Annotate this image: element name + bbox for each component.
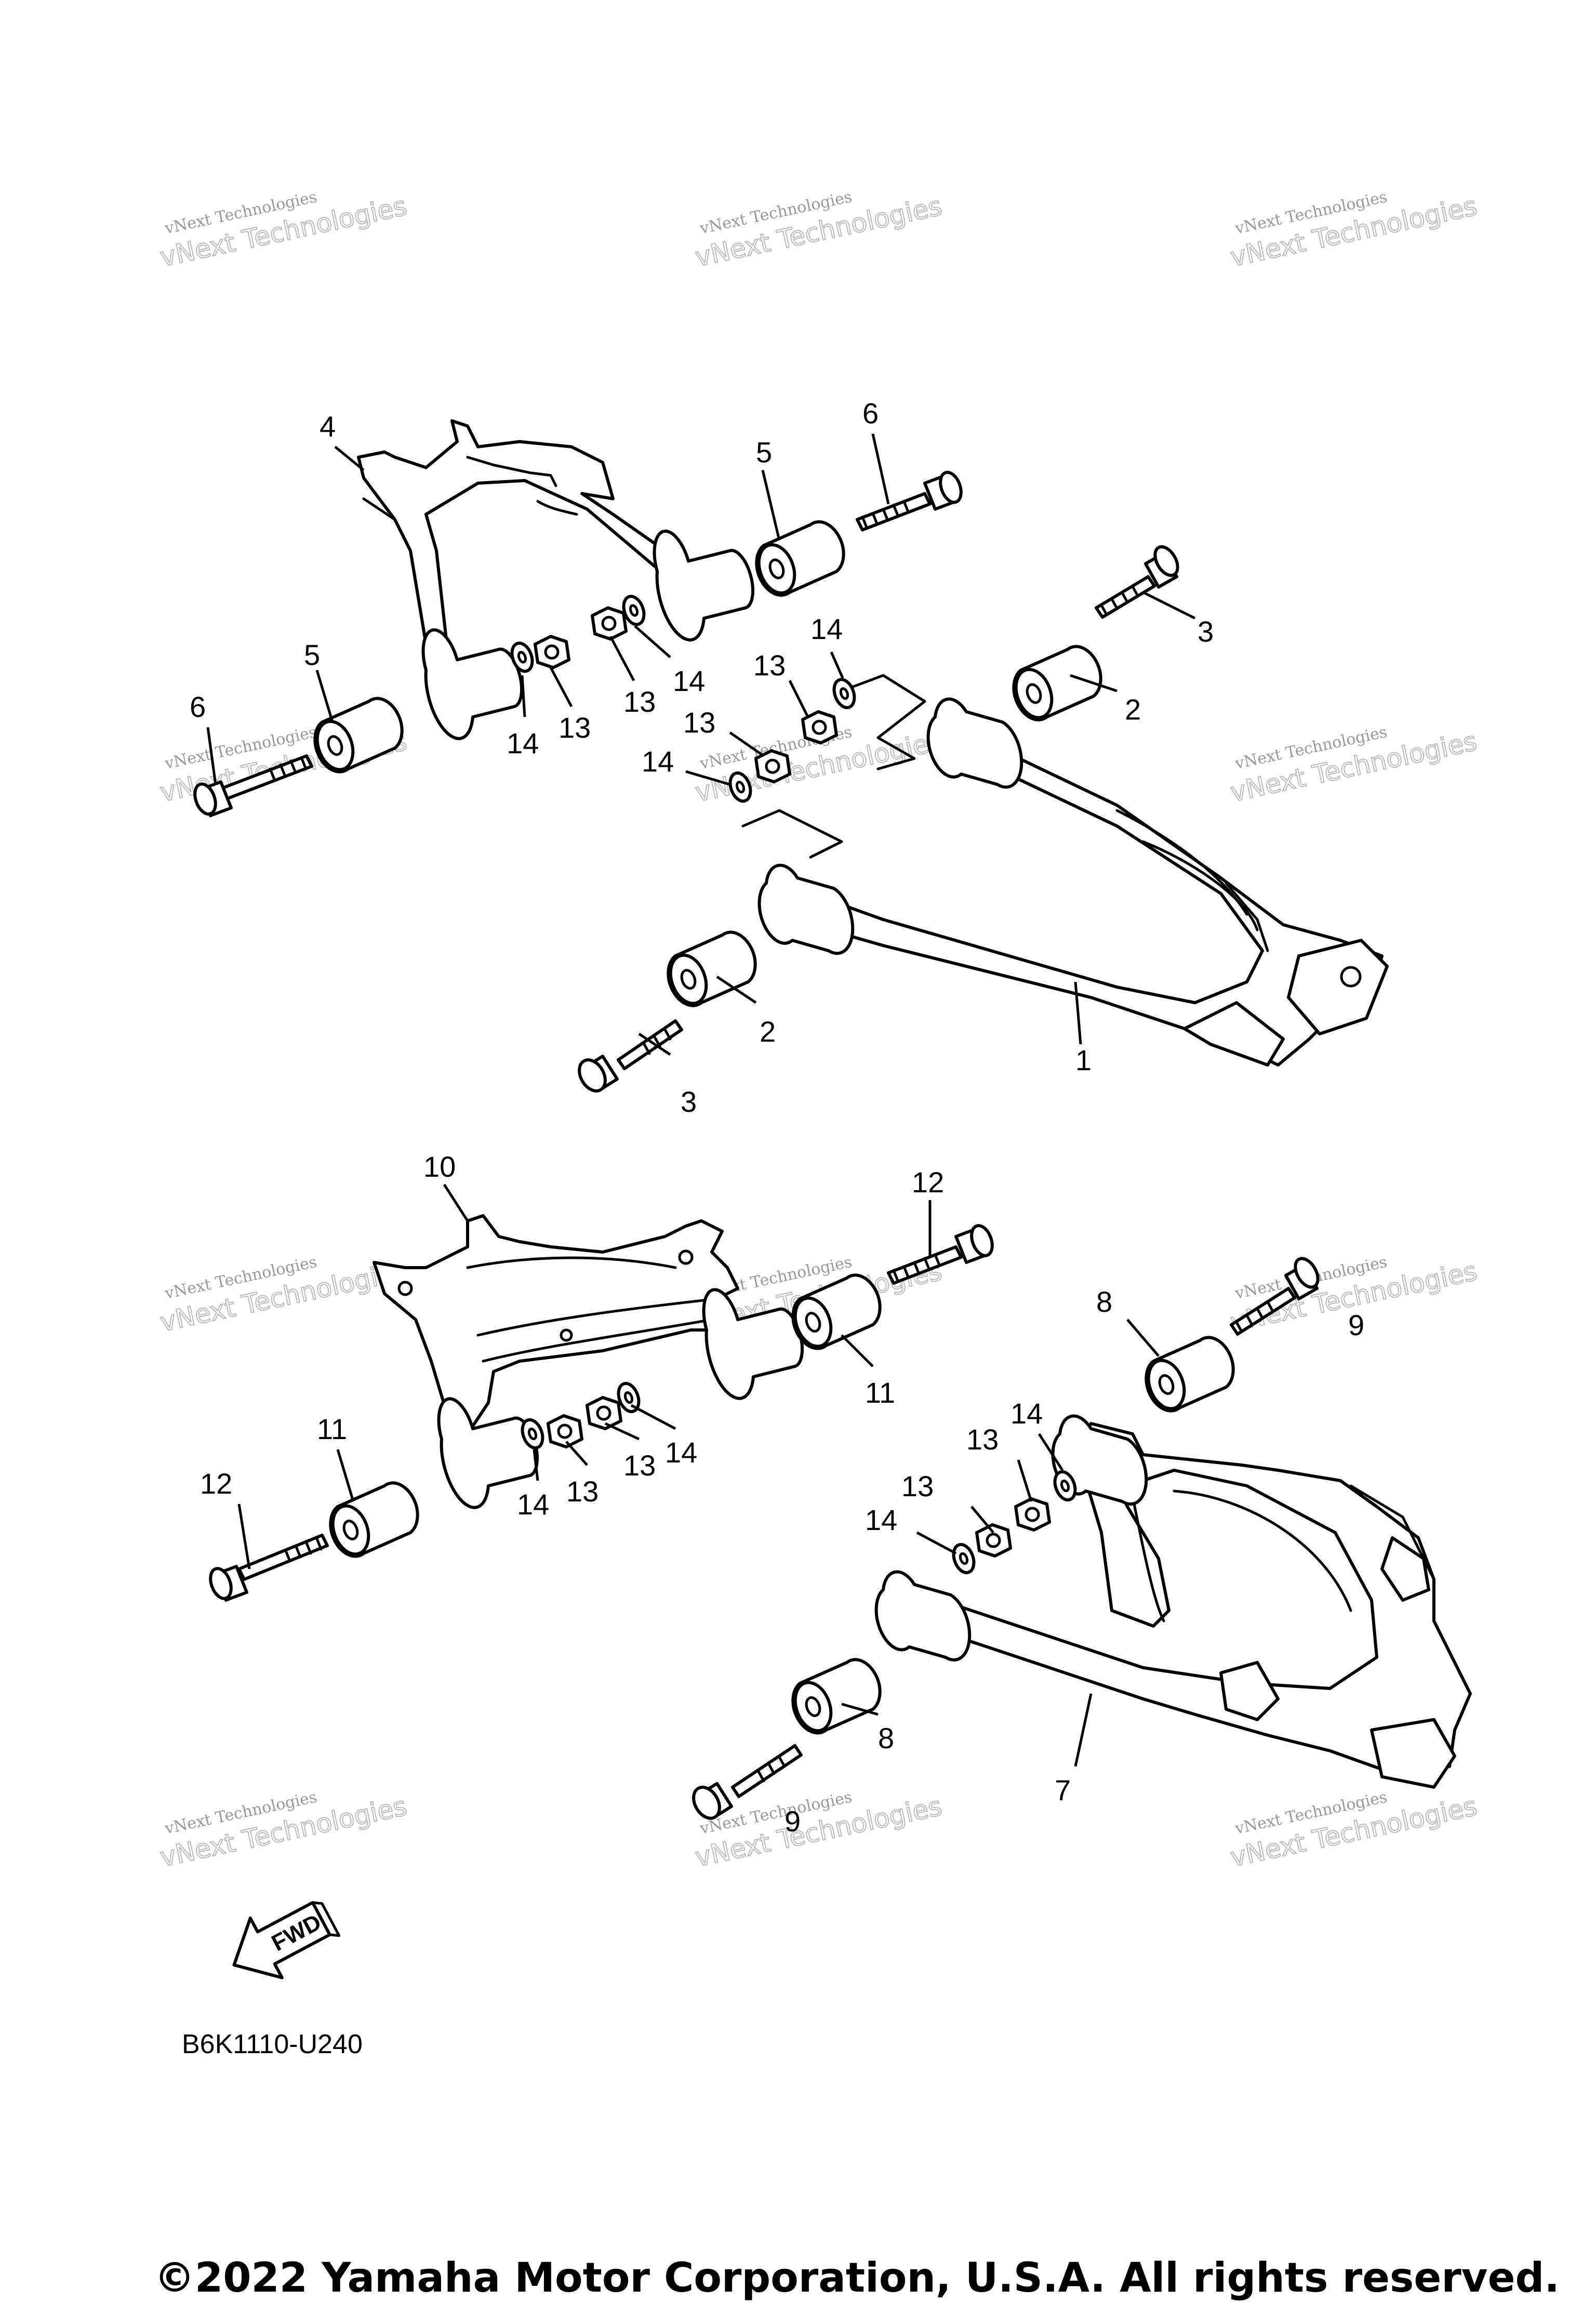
bushing-part-11 bbox=[329, 1481, 419, 1558]
bushing-part-5 bbox=[755, 520, 845, 597]
callout-part-13: 13 bbox=[623, 685, 656, 718]
callout-part-14: 14 bbox=[673, 664, 705, 697]
callout-part-1: 1 bbox=[1075, 1044, 1092, 1076]
callout-part-2: 2 bbox=[1125, 693, 1141, 726]
callout-part-6: 6 bbox=[862, 397, 879, 430]
washer-part-14 bbox=[832, 677, 856, 710]
bolt-part-6 bbox=[193, 754, 313, 817]
nut-part-13 bbox=[547, 1414, 583, 1448]
callout-part-13: 13 bbox=[683, 706, 715, 739]
nut-part-13 bbox=[591, 606, 628, 641]
guide-line bbox=[840, 674, 926, 770]
callout-part-8: 8 bbox=[878, 1722, 894, 1754]
nut-part-13 bbox=[534, 635, 570, 669]
callout-part-4: 4 bbox=[320, 410, 336, 443]
callout-part-7: 7 bbox=[1055, 1774, 1071, 1806]
bolt-part-12 bbox=[887, 1224, 994, 1285]
callout-part-11: 11 bbox=[865, 1376, 895, 1409]
bushing-part-5 bbox=[313, 697, 404, 774]
callout-part-5: 5 bbox=[756, 436, 772, 469]
bushing-part-2 bbox=[1012, 645, 1102, 722]
callout-part-14: 14 bbox=[517, 1488, 549, 1521]
washer-part-14 bbox=[728, 771, 752, 803]
callout-part-14: 14 bbox=[1010, 1397, 1043, 1430]
callout-part-5: 5 bbox=[304, 638, 320, 671]
washer-part-14 bbox=[521, 1418, 544, 1450]
callout-part-10: 10 bbox=[423, 1150, 456, 1183]
callout-labels: 4 5 6 3 2 5 6 14 13 13 14 13 14 13 14 2 … bbox=[190, 397, 1364, 1838]
callout-part-14: 14 bbox=[507, 727, 539, 760]
upper-arm-assembly-part-10 bbox=[373, 1214, 804, 1509]
callout-part-13: 13 bbox=[966, 1423, 999, 1456]
callout-part-2: 2 bbox=[760, 1015, 776, 1048]
bolt-part-9 bbox=[1230, 1257, 1320, 1336]
lower-arm-assembly-part-1 bbox=[757, 697, 1389, 1067]
bushing-part-8 bbox=[791, 1658, 882, 1735]
leader-lines bbox=[206, 433, 1196, 1767]
callout-part-6: 6 bbox=[190, 690, 206, 723]
callout-part-8: 8 bbox=[1096, 1285, 1112, 1318]
nut-part-13 bbox=[801, 710, 838, 744]
copyright-notice: ©2022 Yamaha Motor Corporation, U.S.A. A… bbox=[154, 2255, 1560, 2301]
callout-part-3: 3 bbox=[1198, 615, 1214, 648]
bolt-part-6 bbox=[856, 471, 963, 531]
callout-part-14: 14 bbox=[865, 1504, 897, 1536]
bushing-part-2 bbox=[667, 930, 757, 1007]
callout-part-13: 13 bbox=[753, 649, 786, 682]
callout-part-12: 12 bbox=[912, 1166, 944, 1199]
callout-part-14: 14 bbox=[810, 613, 843, 645]
washer-part-14 bbox=[510, 641, 534, 673]
diagram-code: B6K1110-U240 bbox=[182, 2029, 363, 2059]
nut-part-13 bbox=[586, 1396, 622, 1430]
washer-part-14 bbox=[1053, 1470, 1077, 1502]
upper-arm-assembly-part-4 bbox=[357, 419, 755, 740]
callout-part-14: 14 bbox=[642, 745, 674, 778]
guide-line bbox=[741, 809, 843, 859]
callout-part-13: 13 bbox=[623, 1449, 656, 1482]
lower-arm-assembly-part-7 bbox=[874, 1414, 1472, 1789]
callout-part-9: 9 bbox=[1348, 1309, 1364, 1341]
callout-part-11: 11 bbox=[317, 1413, 347, 1445]
nut-part-13 bbox=[975, 1523, 1012, 1558]
forward-direction-arrow: FWD bbox=[232, 1901, 341, 1979]
callout-part-13: 13 bbox=[566, 1475, 598, 1508]
callout-part-3: 3 bbox=[681, 1085, 697, 1118]
bolt-part-3 bbox=[1095, 545, 1179, 619]
callout-part-13: 13 bbox=[901, 1470, 934, 1502]
washer-part-14 bbox=[622, 594, 646, 627]
callout-part-13: 13 bbox=[558, 711, 591, 744]
washer-part-14 bbox=[617, 1381, 641, 1414]
bolt-part-9 bbox=[692, 1744, 803, 1820]
callout-part-14: 14 bbox=[665, 1436, 697, 1469]
nut-part-13 bbox=[754, 749, 791, 783]
bolt-part-12 bbox=[209, 1534, 329, 1602]
bolt-part-3 bbox=[578, 1019, 683, 1093]
bushing-part-8 bbox=[1145, 1336, 1235, 1413]
bushing-part-11 bbox=[791, 1273, 882, 1350]
callout-part-9: 9 bbox=[784, 1805, 801, 1838]
washer-part-14 bbox=[952, 1542, 976, 1575]
nut-part-13 bbox=[1014, 1497, 1051, 1532]
callout-part-12: 12 bbox=[200, 1467, 232, 1500]
